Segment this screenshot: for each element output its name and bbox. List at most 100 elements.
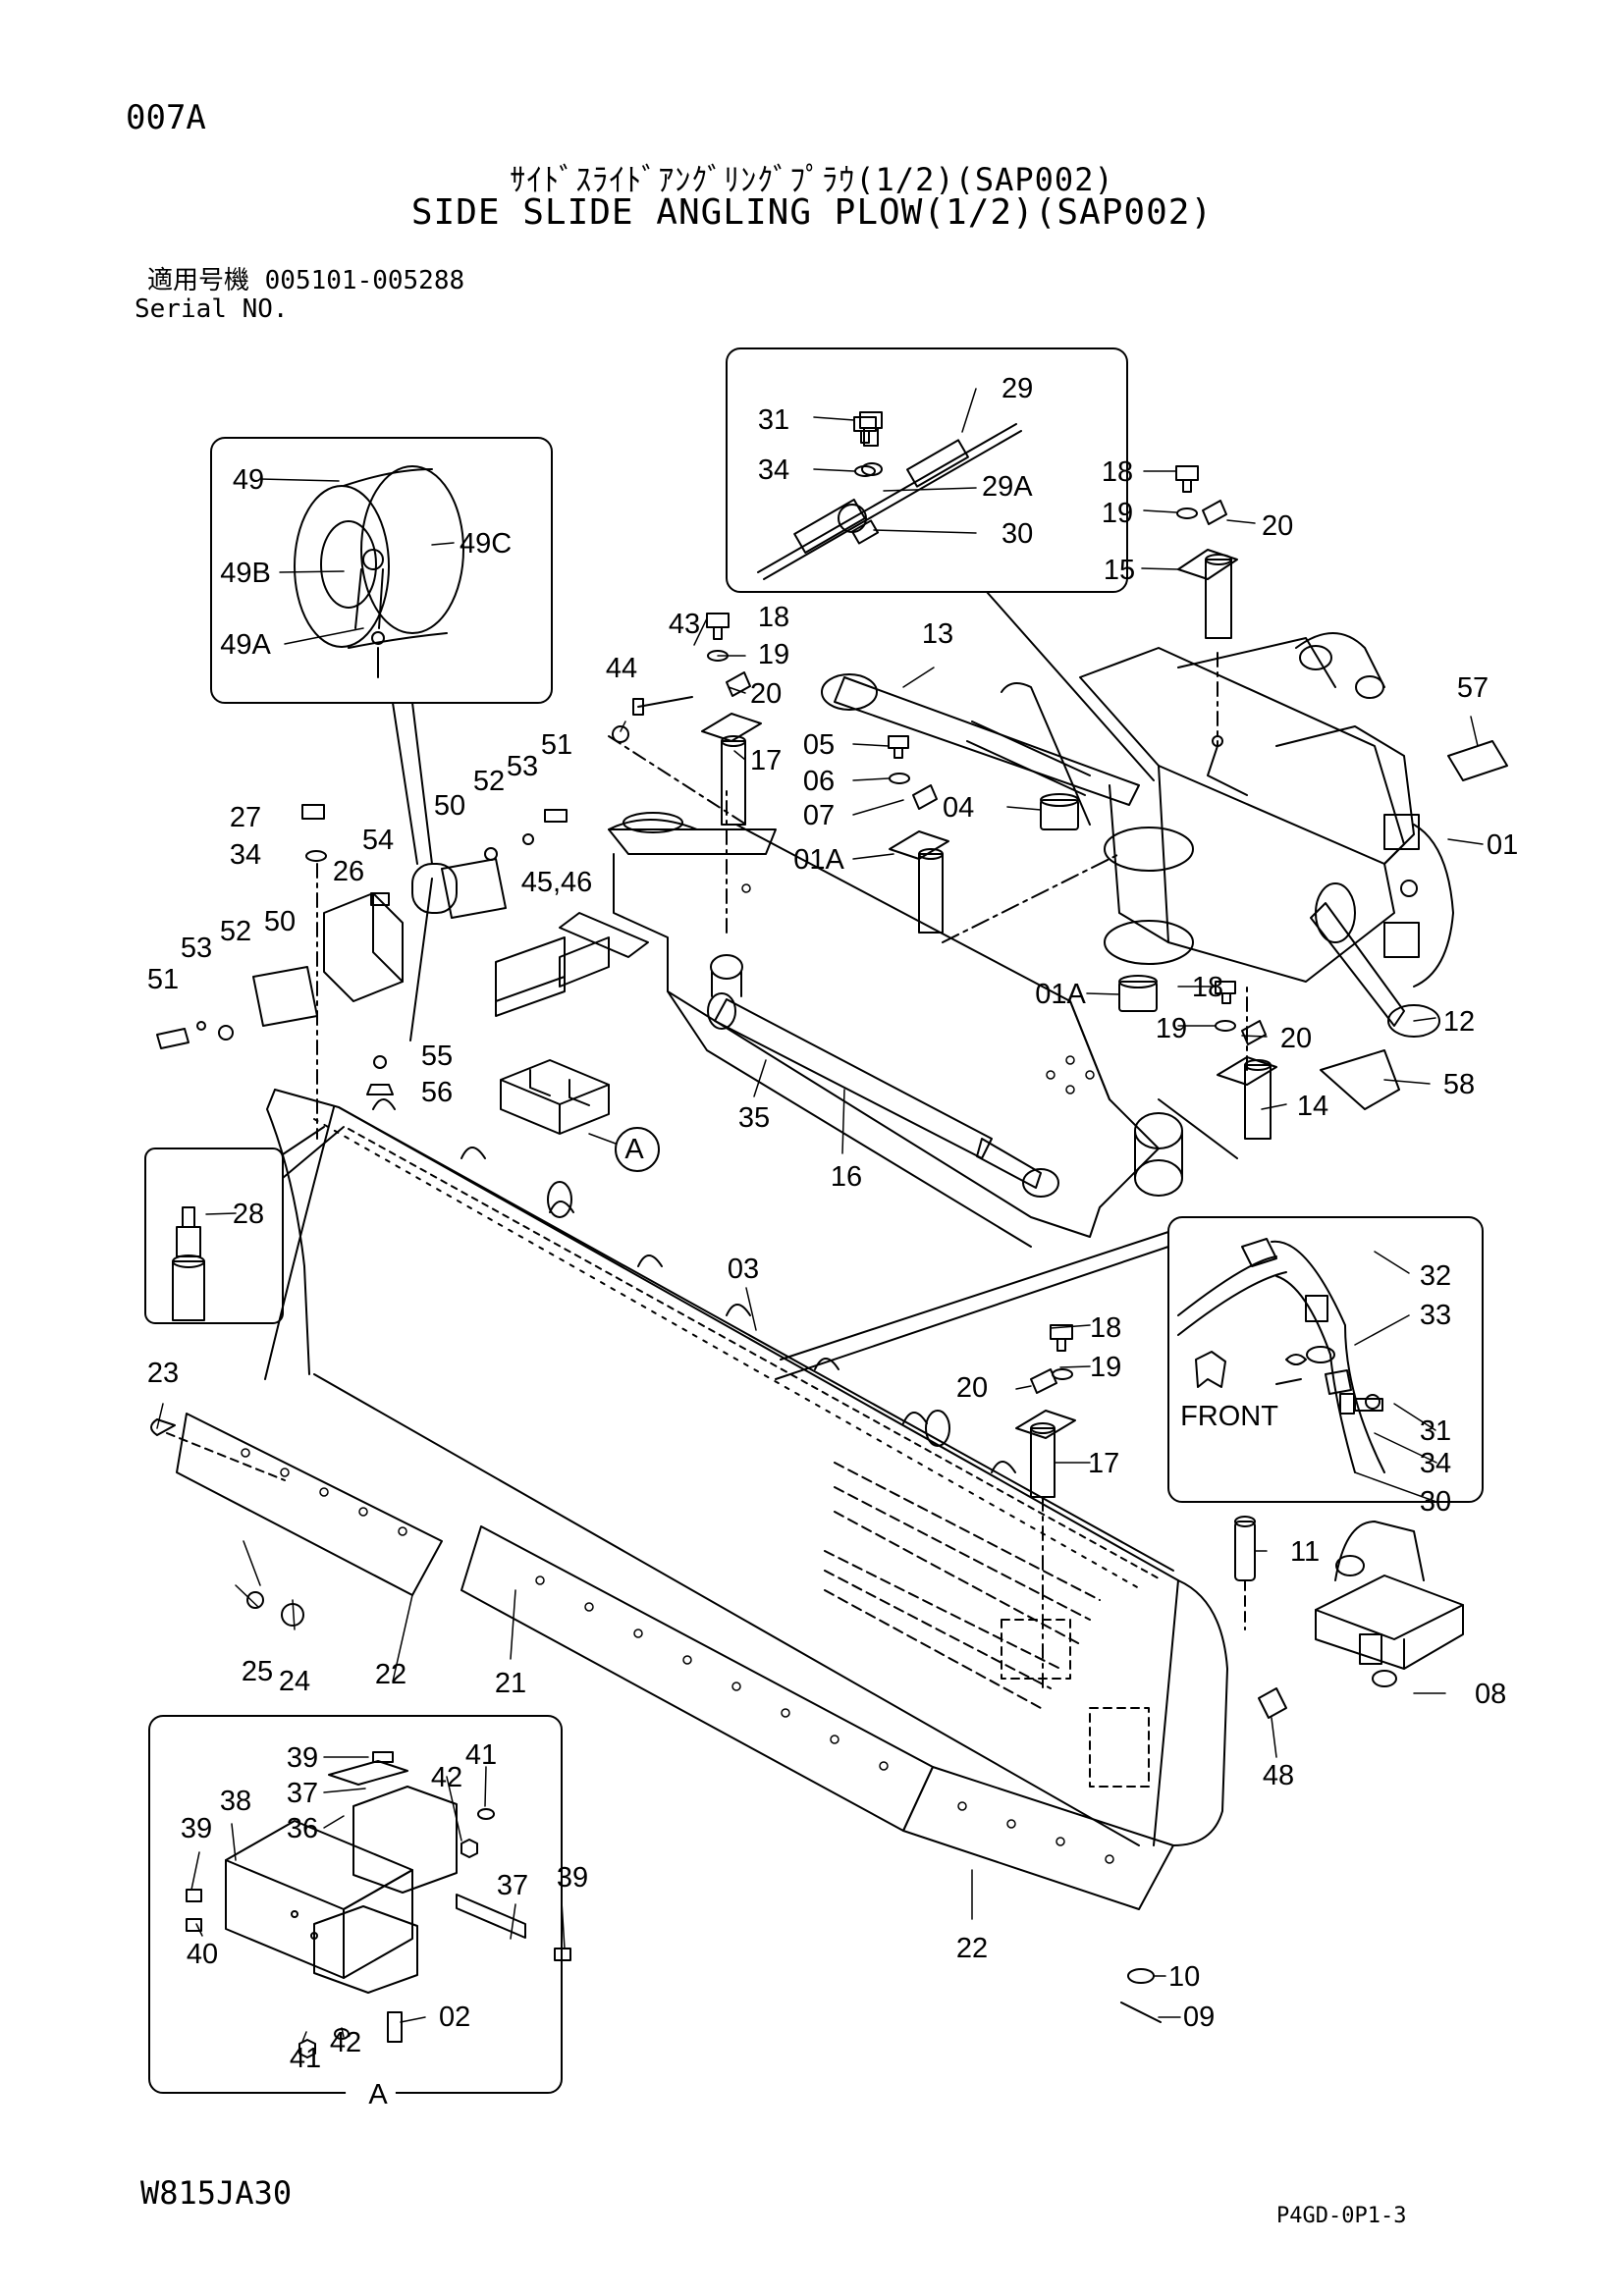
detail-box-hose: [775, 1216, 1484, 1503]
callout: 30: [1001, 518, 1033, 550]
callout: 37: [287, 1778, 318, 1809]
callout: 27: [230, 802, 261, 833]
callout: 49: [233, 464, 264, 496]
callout: 28: [233, 1199, 264, 1230]
callout: 20: [750, 678, 782, 710]
callout: 39: [181, 1813, 212, 1844]
drawing-number: W815JA30: [140, 2174, 293, 2212]
callout: 29A: [982, 471, 1033, 503]
callout: 50: [264, 906, 296, 937]
callout: 39: [557, 1862, 588, 1894]
callout: 43: [669, 609, 700, 640]
callout: 09: [1183, 2002, 1215, 2033]
callout: 01A: [1035, 979, 1086, 1010]
callout: 52: [220, 916, 251, 947]
callout: 57: [1457, 672, 1489, 704]
callout: 34: [230, 839, 261, 871]
callout: 10: [1168, 1961, 1200, 1993]
callout: 29: [1001, 373, 1033, 404]
callout: 44: [606, 653, 637, 684]
callout: 51: [147, 964, 179, 995]
bushings: [1040, 793, 1158, 1012]
callout: 52: [473, 766, 505, 797]
serial-range: 適用号機 005101-005288: [147, 266, 465, 295]
serial-label: Serial NO.: [135, 294, 289, 324]
callout: 53: [181, 933, 212, 964]
callout: 04: [943, 792, 974, 824]
callout: 24: [279, 1666, 310, 1697]
callout: 36: [287, 1813, 318, 1844]
hardware: [156, 416, 1508, 2058]
callout: 20: [1280, 1023, 1312, 1054]
callout: 26: [333, 856, 364, 887]
callout: 49C: [460, 528, 512, 560]
callout: 34: [1420, 1448, 1451, 1479]
callout: 41: [465, 1739, 497, 1771]
callout: 42: [431, 1762, 462, 1793]
callout: A: [624, 1134, 644, 1165]
callout: 05: [803, 729, 835, 761]
callout: 30: [1420, 1486, 1451, 1518]
callout: 31: [1420, 1415, 1451, 1447]
callout: 34: [758, 454, 789, 486]
callout: 02: [439, 2002, 470, 2033]
callout: 18: [1102, 456, 1133, 488]
pins: [701, 549, 1277, 1689]
callout: 19: [1102, 498, 1133, 529]
sheet-reference: P4GD-0P1-3: [1276, 2204, 1407, 2228]
callout: 17: [1088, 1448, 1119, 1479]
callout: 19: [758, 639, 789, 670]
callout: 50: [434, 790, 465, 822]
callout: 20: [956, 1372, 988, 1404]
callout: 23: [147, 1358, 179, 1389]
callout: 53: [507, 751, 538, 782]
callout: 15: [1104, 555, 1135, 586]
callout: 01A: [793, 844, 844, 876]
callout: 35: [738, 1102, 770, 1134]
callout: 33: [1420, 1300, 1451, 1331]
callout: FRONT: [1180, 1401, 1278, 1432]
callout: 39: [287, 1742, 318, 1774]
slide-frame: [608, 812, 1238, 1248]
detail-box-lamp: [210, 437, 553, 865]
main-frame: [608, 632, 1454, 1071]
callout: 25: [242, 1656, 273, 1687]
title-japanese: ｻｲﾄﾞｽﾗｲﾄﾞｱﾝｸﾞﾘﾝｸﾞﾌﾟﾗｳ(1/2)(SAP002): [510, 161, 1114, 198]
callout: 42: [330, 2027, 361, 2058]
callout: 45,46: [521, 867, 593, 898]
callout: 03: [728, 1254, 759, 1285]
callout: 07: [803, 800, 835, 831]
detail-box-fitting: [144, 1126, 345, 1324]
callout: 22: [956, 1933, 988, 1964]
callout: 37: [497, 1870, 528, 1901]
callout: 19: [1156, 1013, 1187, 1044]
callout: 41: [290, 2043, 321, 2074]
view-a-pointer: [588, 1133, 617, 1145]
leader-lines: [156, 388, 1484, 2043]
callout: 11: [1290, 1536, 1320, 1568]
callout: 55: [421, 1041, 453, 1072]
view-a-marker: [615, 1127, 660, 1172]
callout: 48: [1263, 1760, 1294, 1791]
callout: 01: [1487, 829, 1518, 861]
callout: 18: [1090, 1312, 1121, 1344]
callout: 32: [1420, 1260, 1451, 1292]
callout: 16: [831, 1161, 862, 1193]
callout: 20: [1262, 510, 1293, 542]
callout: 56: [421, 1077, 453, 1108]
callout: 18: [758, 602, 789, 633]
callout: 54: [362, 825, 394, 856]
callout: 12: [1443, 1006, 1475, 1038]
callout: 17: [750, 745, 782, 776]
callout-labels: 31 29 34 29A 30 18 19 20 15 49 49C 49B 4…: [147, 373, 1518, 2110]
callout: 18: [1192, 972, 1223, 1003]
callout: 40: [187, 1939, 218, 1970]
callout: 13: [922, 618, 953, 650]
callout: 51: [541, 729, 572, 761]
callout: 49B: [220, 558, 271, 589]
callout: 49A: [220, 629, 271, 661]
callout: 19: [1090, 1352, 1121, 1383]
callout: 38: [220, 1786, 251, 1817]
callout: 14: [1297, 1091, 1328, 1122]
